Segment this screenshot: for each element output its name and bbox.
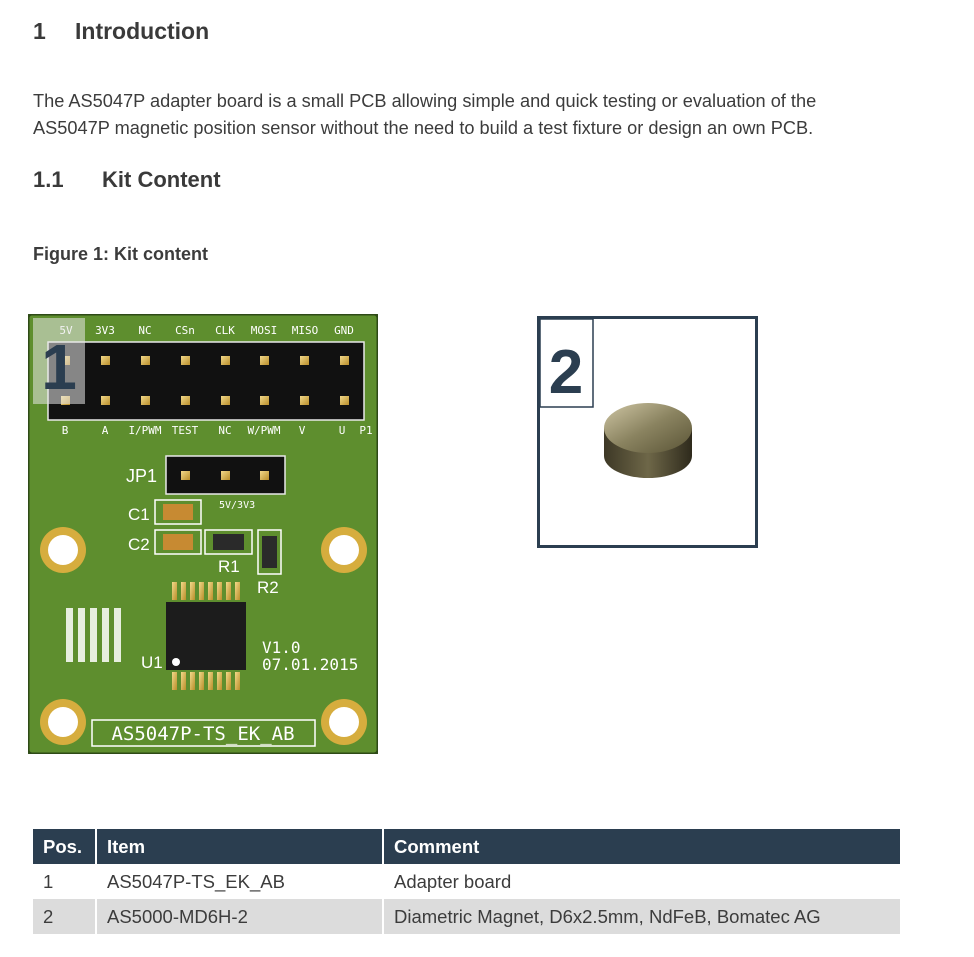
badge-2-box	[539, 318, 594, 408]
badge-1-box	[33, 318, 85, 404]
r1-label: R1	[218, 557, 240, 576]
pin-label-bottom: W/PWM	[247, 424, 280, 437]
u1-label: U1	[141, 653, 163, 672]
subsection-title: Kit Content	[102, 167, 221, 192]
intro-line-1: The AS5047P adapter board is a small PCB…	[33, 91, 817, 111]
pin-label-top: GND	[334, 324, 354, 337]
board-logo	[66, 608, 121, 662]
pin-label-top: MOSI	[251, 324, 278, 337]
section-number: 1	[33, 18, 46, 44]
c1-component	[154, 499, 202, 525]
table-row: 1 AS5047P-TS_EK_AB Adapter board	[33, 864, 900, 899]
badge-1: 1	[41, 331, 77, 403]
table-header-cell: Pos.	[33, 829, 97, 864]
magnet	[604, 403, 692, 478]
pin-label-bottom: U	[339, 424, 346, 437]
board-version: V1.0	[262, 638, 301, 657]
pin-label-top: CSn	[175, 324, 195, 337]
intro-paragraph: The AS5047P adapter board is a small PCB…	[33, 88, 933, 142]
table-row: 2 AS5000-MD6H-2 Diametric Magnet, D6x2.5…	[33, 899, 900, 934]
c2-label: C2	[128, 535, 150, 554]
table-header-cell: Comment	[383, 829, 900, 864]
subsection-heading: 1.1 Kit Content	[33, 167, 221, 193]
table-cell: AS5047P-TS_EK_AB	[96, 864, 384, 899]
table-cell: 1	[33, 864, 97, 899]
u1-chip	[166, 602, 246, 670]
pin-header	[47, 341, 365, 421]
pin-label-bottom: P1	[359, 424, 372, 437]
pin-label-bottom: V	[299, 424, 306, 437]
section-heading: 1 Introduction	[33, 18, 209, 45]
table-header-cell: Item	[96, 829, 384, 864]
board-date: 07.01.2015	[262, 655, 358, 674]
kit-table: Pos. Item Comment 1 AS5047P-TS_EK_AB Ada…	[33, 829, 900, 934]
magnet-image: 2	[537, 316, 758, 548]
jp1-label: JP1	[126, 466, 157, 486]
pin-label-top: MISO	[292, 324, 319, 337]
badge-2: 2	[549, 338, 583, 407]
board-name: AS5047P-TS_EK_AB	[111, 723, 294, 745]
c1-label: C1	[128, 505, 150, 524]
table-cell: Diametric Magnet, D6x2.5mm, NdFeB, Bomat…	[383, 899, 900, 934]
r1-component	[204, 529, 253, 555]
board-name-box	[91, 719, 316, 747]
table-cell: AS5000-MD6H-2	[96, 899, 384, 934]
pin-label-bottom: B	[62, 424, 69, 437]
r2-label: R2	[257, 578, 279, 597]
jp1-note: 5V/3V3	[219, 500, 255, 511]
section-title: Introduction	[75, 18, 210, 44]
r2-component	[257, 529, 282, 575]
table-header-row: Pos. Item Comment	[33, 829, 900, 864]
table-cell: 2	[33, 899, 97, 934]
c2-component	[154, 529, 202, 555]
table-cell: Adapter board	[394, 870, 512, 892]
pin-label-bottom: A	[102, 424, 109, 437]
pin-label-top: CLK	[215, 324, 235, 337]
pin-label-bottom: TEST	[172, 424, 199, 437]
mounting-holes	[40, 527, 367, 745]
intro-line-2: AS5047P magnetic position sensor without…	[33, 118, 814, 138]
subsection-number: 1.1	[33, 167, 64, 192]
figure-caption: Figure 1: Kit content	[33, 244, 208, 264]
pin-label-bottom: I/PWM	[128, 424, 161, 437]
pin-label-top: 3V3	[95, 324, 115, 337]
pcb-image: 5V 3V3 NC CSn CLK MOSI MISO GND B A I/PW…	[28, 314, 378, 754]
pin-label-bottom: NC	[218, 424, 231, 437]
pin-label-top: NC	[138, 324, 151, 337]
